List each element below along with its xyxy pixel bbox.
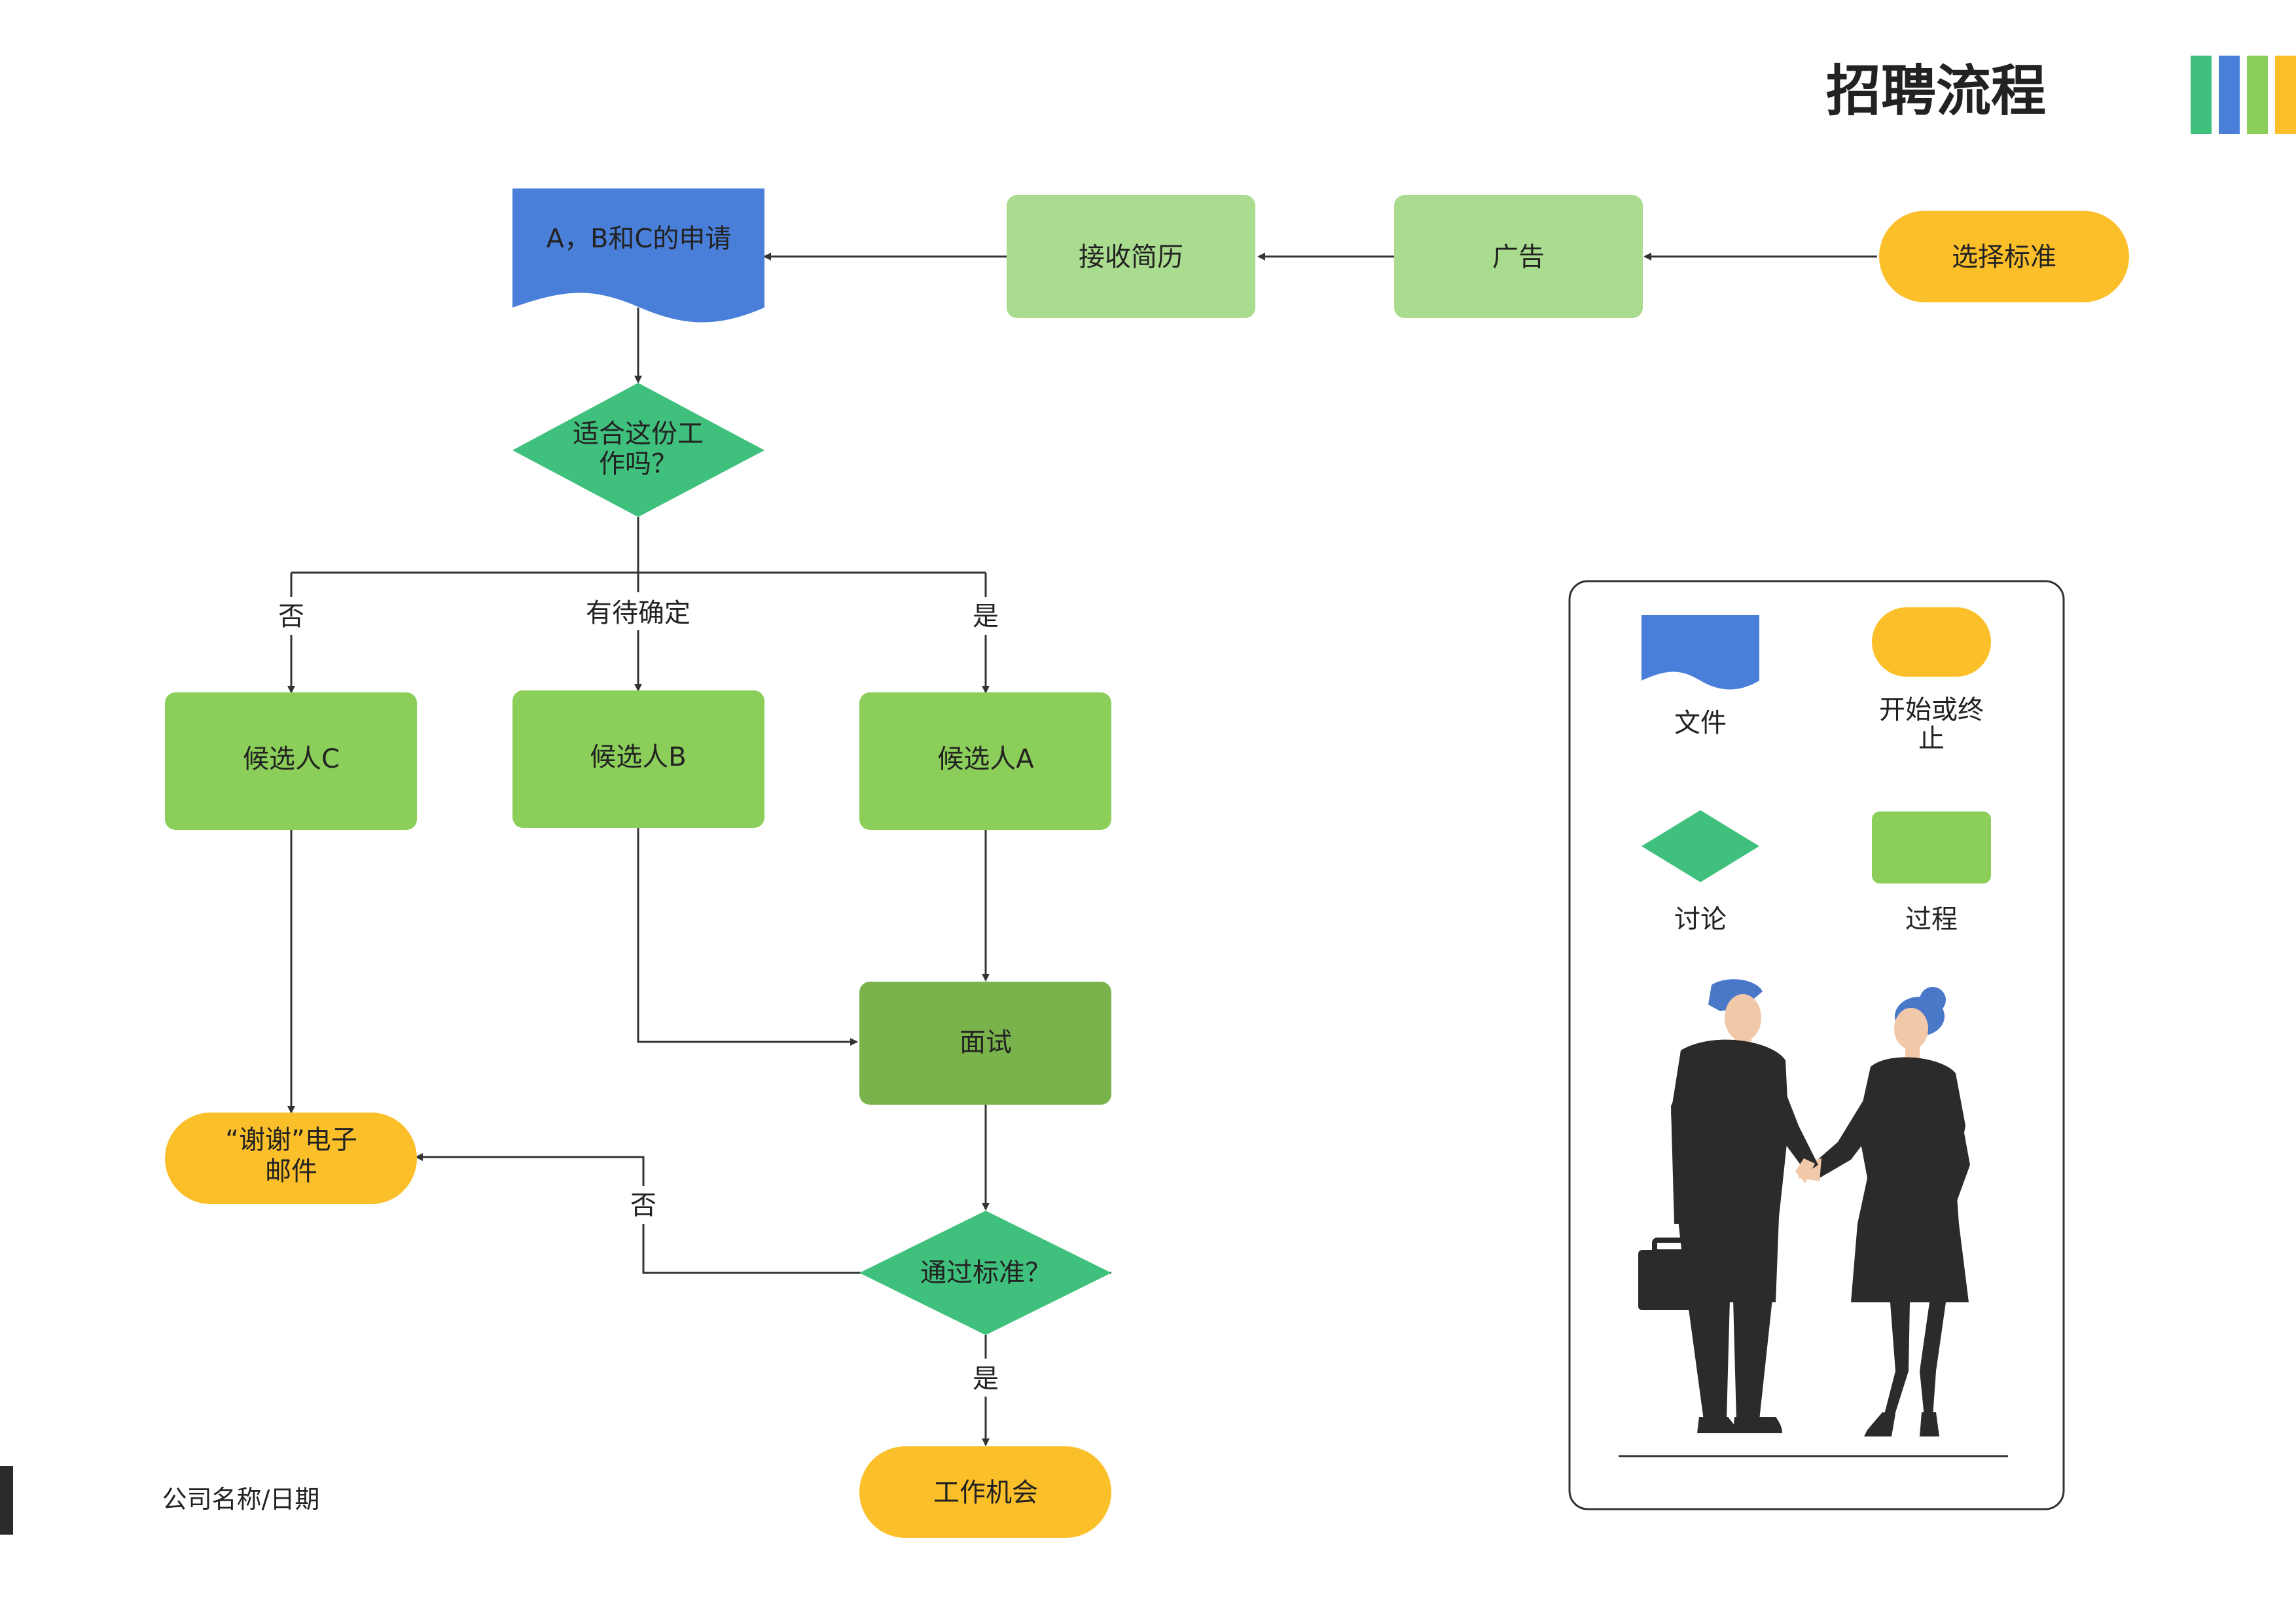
process-shape [1394,195,1643,318]
man-tie [1738,1050,1748,1080]
legend-process-shape [1872,812,1991,883]
node-suitable-decision: 适合这份工 作吗？ [512,383,764,517]
process-shape [512,690,764,828]
edge-label-yes-a: 是 [973,601,999,632]
man-leg-left [1733,1299,1772,1420]
legend-decision-label: 讨论 [1674,904,1727,935]
node-label: 候选人A [937,744,1034,774]
edge-label-yes-pass: 是 [973,1364,999,1394]
node-label: A，B和C的申请 [547,224,732,254]
node-candidate-b: 候选人B [512,690,764,828]
man-back-arm [1671,1060,1691,1224]
legend-document-label: 文件 [1674,708,1727,738]
document-shape [512,188,764,323]
man-figure [1638,979,1818,1433]
stripe-teal [2191,56,2212,134]
footer-company-date: 公司名称/日期 [162,1485,320,1514]
process-shape [1007,195,1255,318]
legend-start-end-label-2: 止 [1918,724,1945,754]
woman-back-arm [1939,1086,1970,1201]
label-bg-yes-a [967,597,1003,635]
node-label-line-1: “谢谢”电子 [225,1125,357,1155]
woman-face [1894,1008,1928,1050]
node-label-line-1: 适合这份工 [573,419,704,449]
start-terminal-shape [1879,211,2129,302]
label-bg-pending-b [581,592,696,630]
man-front-arm [1763,1067,1818,1173]
legend-panel: 开始或终 止 文件 过程 讨论 [1568,580,2065,1510]
legend-start-end-shape [1872,607,1991,677]
node-candidate-a: 候选人A [859,692,1111,830]
woman-front-arm [1812,1083,1887,1178]
edge-label-no-pass: 否 [630,1190,656,1221]
page-title: 招聘流程 [1826,59,2046,123]
footer-marker [0,1466,13,1535]
node-label: 候选人B [590,742,686,772]
stripe-yellow [2275,56,2296,134]
stripe-green [2247,56,2268,134]
legend-document-shape [1641,615,1759,690]
node-label-line-2: 邮件 [265,1156,317,1186]
woman-hair-bun [1920,987,1946,1013]
node-applications: A，B和C的申请 [512,188,764,323]
man-briefcase [1638,1250,1704,1310]
decision-shape [512,383,764,517]
node-label: 候选人C [243,744,340,774]
man-hair [1708,979,1763,1011]
woman-leg-right [1884,1302,1910,1419]
process-shape [165,692,417,830]
edge-b-to-interview [637,828,858,1046]
label-bg-no-c [273,597,309,635]
node-job-offer: 工作机会 [859,1446,1111,1538]
node-candidate-c: 候选人C [165,692,417,830]
man-torso [1671,1039,1789,1302]
node-thanks-email: “谢谢”电子 邮件 [165,1113,417,1204]
man-face [1725,994,1761,1041]
legend-process-label: 过程 [1905,904,1958,935]
decision-shape [859,1211,1111,1335]
handshake-illustration [1638,979,1970,1436]
label-bg-yes-pass [967,1359,1003,1397]
node-label: 接收简历 [1079,242,1183,272]
node-advertise: 广告 [1394,195,1643,318]
node-interview: 面试 [859,982,1111,1105]
edge-label-pending-b: 有待确定 [586,598,691,628]
woman-figure [1799,987,1970,1436]
node-label: 选择标准 [1952,242,2056,272]
node-label: 工作机会 [933,1478,1038,1508]
node-label: 广告 [1492,242,1545,272]
stripe-blue [2219,56,2240,134]
man-briefcase-handle [1652,1238,1690,1255]
end-terminal-shape [165,1113,417,1204]
legend-border [1568,580,2065,1510]
node-pass-decision: 通过标准？ [859,1211,1111,1335]
end-terminal-shape [859,1446,1111,1538]
woman-neck [1905,1044,1920,1058]
man-shoe-right [1697,1417,1741,1433]
node-label: 面试 [960,1027,1012,1058]
woman-shoe-right [1864,1412,1895,1436]
node-label-line-2: 作吗？ [599,449,677,479]
process-shape [859,692,1111,830]
edge-label-no-c: 否 [278,601,304,632]
node-receive-resumes: 接收简历 [1007,195,1255,318]
man-hand [1795,1158,1815,1183]
node-select-criteria: 选择标准 [1879,211,2129,302]
man-leg-right [1687,1299,1730,1420]
man-shoe-left [1733,1417,1782,1433]
woman-leg-left [1920,1302,1946,1417]
legend-start-end-label-1: 开始或终 [1879,695,1984,725]
woman-shoe-left [1920,1412,1939,1436]
process-shape [859,982,1111,1105]
label-bg-no-pass [625,1186,661,1224]
legend-decision-shape [1641,810,1759,882]
node-label: 通过标准？ [920,1258,1051,1288]
color-stripes [2191,56,2296,134]
